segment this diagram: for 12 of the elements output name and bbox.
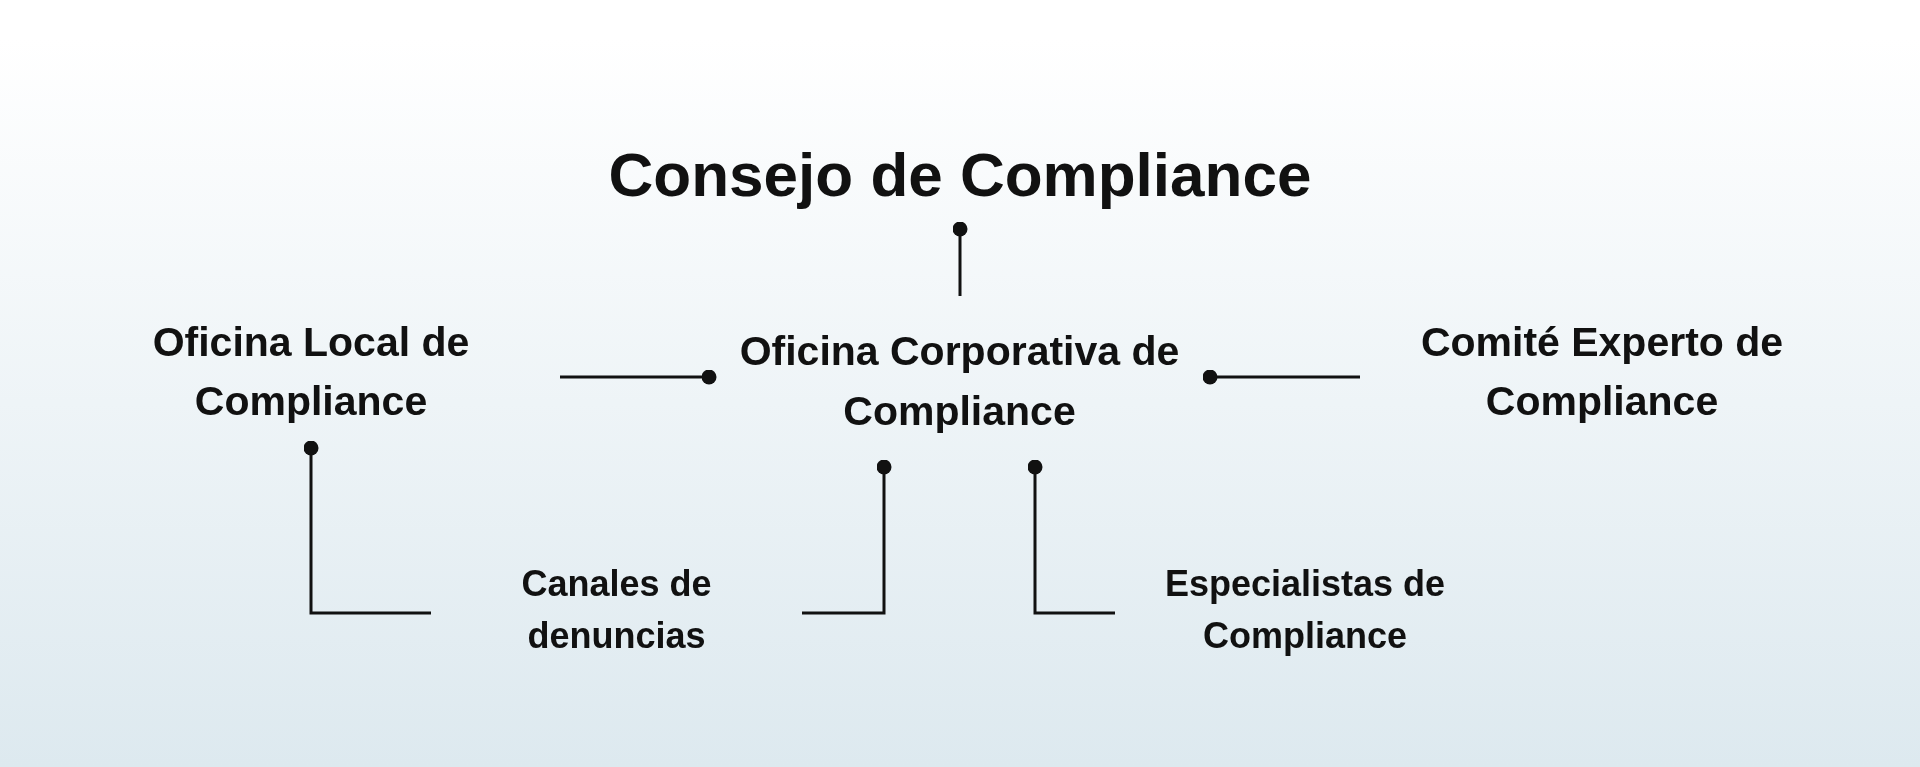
connector-line <box>560 369 717 385</box>
node-label: Comité Experto de Compliance <box>1419 317 1785 426</box>
connector-line <box>303 440 431 615</box>
connector-line <box>1027 459 1115 615</box>
connector-line <box>802 459 892 615</box>
node-label: Especialistas de Compliance <box>1163 561 1447 658</box>
node-label: Oficina Local de Compliance <box>151 317 471 426</box>
connector-line <box>1202 369 1360 385</box>
connector-line <box>952 221 968 296</box>
node-label: Canales de denuncias <box>520 561 713 658</box>
node-label: Oficina Corporativa de Compliance <box>738 327 1181 436</box>
node-label: Consejo de Compliance <box>607 138 1313 211</box>
